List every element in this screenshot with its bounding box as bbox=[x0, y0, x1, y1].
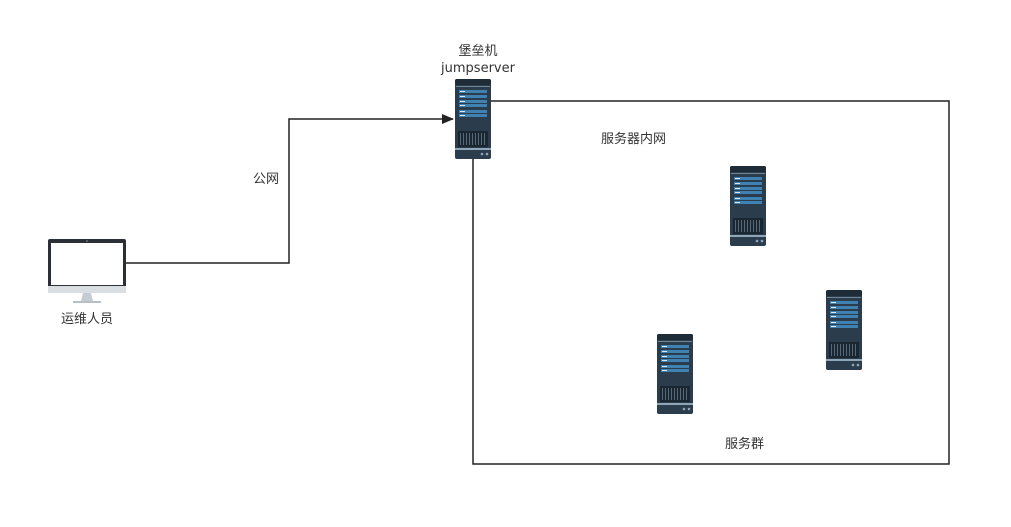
server-icon bbox=[825, 289, 863, 371]
bastion-label-line1: 堡垒机 bbox=[458, 44, 498, 59]
group-label-cluster: 服务群 bbox=[725, 437, 765, 452]
server-icon bbox=[656, 333, 694, 415]
server-icon bbox=[454, 78, 492, 160]
server-icon bbox=[729, 165, 767, 247]
cluster-boundary bbox=[472, 100, 950, 465]
group-label-intranet: 服务器内网 bbox=[601, 132, 667, 147]
public-network-connector bbox=[124, 114, 454, 264]
monitor-icon bbox=[48, 239, 126, 303]
node-label-ops: 运维人员 bbox=[60, 312, 113, 327]
edge-label-public-network: 公网 bbox=[253, 172, 280, 187]
bastion-label-line2: jumpserver bbox=[441, 61, 515, 76]
